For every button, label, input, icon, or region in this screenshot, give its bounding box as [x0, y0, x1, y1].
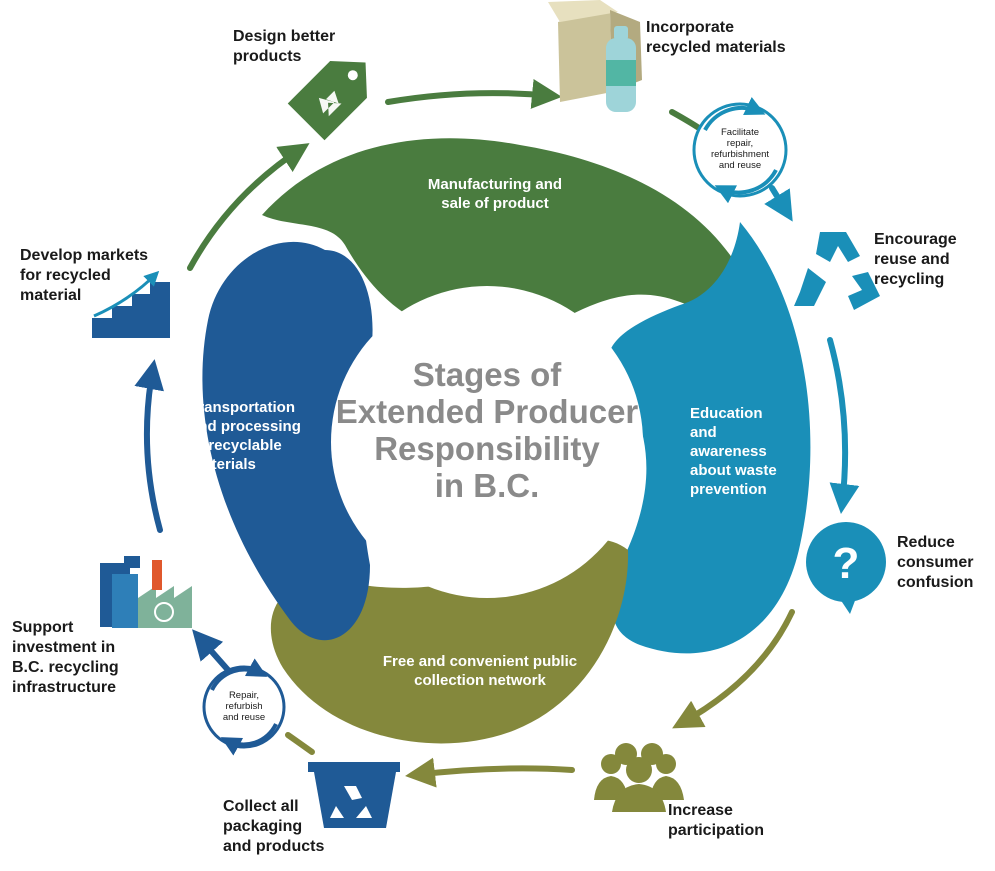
label-line: consumer — [897, 554, 974, 571]
segment-label-line: Education — [690, 405, 763, 422]
label-line: products — [233, 48, 302, 65]
label-line: Incorporate — [646, 19, 735, 36]
segment-manufacturing-label: Manufacturing and sale of product — [400, 175, 590, 213]
label-line: Design better — [233, 28, 336, 45]
segment-label-line: Manufacturing and — [427, 176, 563, 193]
badge-text-line: refurbish — [225, 701, 263, 712]
label-line: investment in — [12, 639, 116, 656]
segment-education — [608, 222, 811, 654]
label-develop-markets: Develop markets for recycled material — [20, 246, 148, 306]
label-line: packaging — [223, 818, 303, 835]
label-line: Support — [12, 619, 74, 636]
label-line: Reduce — [897, 534, 955, 551]
arrow-develop-to-design — [187, 143, 310, 271]
factory-icon — [100, 556, 192, 628]
segment-manufacturing — [262, 138, 743, 338]
arrow-repair-to-support — [192, 629, 231, 673]
segment-label-line: and processing — [190, 418, 301, 435]
label-design-better-products: Design better products — [233, 27, 335, 67]
center-title-line: Extended Producer — [335, 393, 639, 430]
label-increase-participation: Increase participation — [668, 801, 764, 841]
label-line: participation — [668, 822, 765, 839]
center-title: Stages of Extended Producer Responsibili… — [327, 356, 647, 504]
segment-label-line: sale of product — [441, 195, 549, 212]
segment-collection-label: Free and convenient public collection ne… — [355, 652, 605, 690]
label-line: material — [20, 287, 82, 304]
segment-label-line: and — [690, 424, 717, 441]
label-line: confusion — [897, 574, 974, 591]
badge-text-line: and reuse — [718, 160, 762, 171]
label-encourage-reuse: Encourage reuse and recycling — [874, 230, 957, 290]
main-segments — [202, 138, 811, 744]
label-line: infrastructure — [12, 679, 117, 696]
segment-label-line: of recyclable — [190, 437, 282, 454]
outer-arrow-ring — [134, 79, 860, 788]
label-line: Develop markets — [20, 247, 149, 264]
label-line: Collect all — [223, 798, 299, 815]
recycle-arrows-icon — [794, 232, 880, 310]
question-bubble-icon: ? — [806, 522, 886, 614]
badge-text-line: Repair, — [228, 690, 260, 701]
center-title-line: in B.C. — [434, 467, 540, 504]
segment-education-label: Education and awareness about waste prev… — [690, 404, 800, 499]
label-line: for recycled — [20, 267, 111, 284]
facilitate-badge-text: Facilitate repair, refurbishment and reu… — [702, 127, 778, 171]
segment-label-line: materials — [190, 456, 256, 473]
segment-label-line: Free and convenient public — [382, 653, 578, 670]
label-line: B.C. recycling — [12, 659, 119, 676]
label-line: Increase — [668, 802, 733, 819]
arrow-facilitate-to-encourage — [764, 185, 793, 222]
arrow-support-to-develop — [134, 359, 164, 533]
label-line: recycling — [874, 271, 945, 288]
badge-text-line: refurbishment — [710, 149, 770, 160]
center-title-line: Responsibility — [374, 430, 600, 467]
arrow-packaging-to-facilitate — [669, 109, 705, 133]
recycle-tag-icon — [287, 61, 367, 141]
segment-transportation — [202, 241, 373, 641]
badge-text-line: and reuse — [222, 712, 266, 723]
growth-stairs-icon — [92, 270, 170, 338]
box-and-bottle-icon — [548, 0, 642, 112]
label-collect-all-packaging: Collect all packaging and products — [223, 797, 324, 857]
segment-label-line: awareness — [690, 443, 767, 460]
center-title-line: Stages of — [412, 356, 562, 393]
label-support-investment: Support investment in B.C. recycling inf… — [12, 618, 119, 698]
arrow-tag-to-packaging — [385, 79, 562, 109]
svg-text:?: ? — [833, 539, 860, 588]
badge-text-line: Facilitate — [720, 127, 759, 138]
segment-label-line: Transportation — [190, 399, 296, 416]
segment-transportation-label: Transportation and processing of recycla… — [190, 398, 320, 474]
arrow-reduce-to-increase — [672, 609, 795, 729]
label-line: Encourage — [874, 231, 957, 248]
repair-badge — [202, 658, 286, 756]
segment-label-line: about waste — [690, 462, 777, 479]
badge-text-line: repair, — [726, 138, 754, 149]
recycling-bin-icon — [308, 762, 400, 828]
facilitate-badge — [692, 96, 788, 204]
segment-label-line: collection network — [414, 672, 546, 689]
label-line: recycled materials — [646, 39, 786, 56]
people-group-icon — [594, 743, 684, 812]
arrow-collect-to-repair — [285, 732, 315, 755]
arrow-increase-to-collect — [405, 757, 575, 788]
label-reduce-consumer-confusion: Reduce consumer confusion — [897, 533, 973, 593]
arrow-encourage-to-reduce — [827, 337, 860, 514]
center-circle — [331, 286, 643, 598]
label-line: reuse and — [874, 251, 950, 268]
label-incorporate-recycled-materials: Incorporate recycled materials — [646, 18, 786, 58]
label-line: and products — [223, 838, 325, 855]
segment-label-line: prevention — [690, 481, 767, 498]
repair-badge-text: Repair, refurbish and reuse — [212, 690, 276, 723]
